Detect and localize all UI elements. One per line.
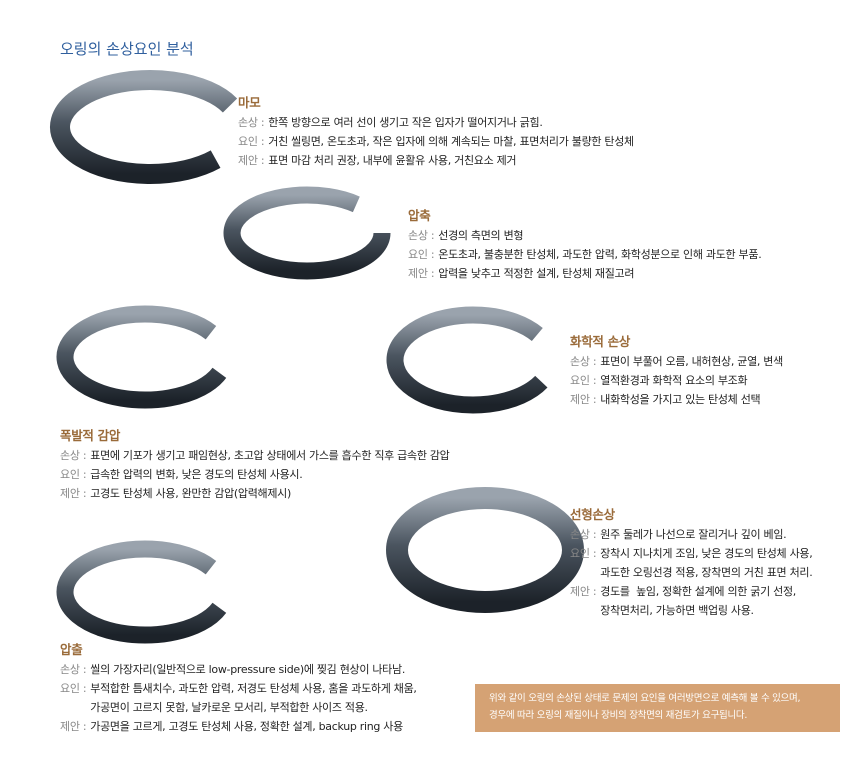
damage-label: 손상 : (60, 449, 87, 462)
o-ring-image-extrusion (56, 540, 227, 644)
cause-row: 요인 :급속한 압력의 변화, 낮은 경도의 탄성체 사용시. (60, 465, 449, 484)
cause-text: 가공면이 고르지 못함, 날카로운 모서리, 부적합한 사이즈 적용. (90, 701, 368, 714)
page-title: 오링의 손상요인 분석 (60, 40, 194, 58)
damage-text: 씰의 가장자리(일반적으로 low-pressure side)에 찢김 현상이… (90, 663, 406, 676)
suggest-text: 표면 마감 처리 권장, 내부에 윤활유 사용, 거친요소 제거 (268, 154, 517, 167)
cause-row: 요인 :온도초과, 불충분한 탄성체, 과도한 압력, 화학성분으로 인해 과도… (408, 245, 762, 264)
section-heading: 압출 (60, 642, 83, 657)
damage-row: 손상 :씰의 가장자리(일반적으로 low-pressure side)에 찢김… (60, 660, 417, 679)
damage-label: 손상 : (570, 528, 597, 541)
suggest-row: 제안 :가공면을 고르게, 고경도 탄성체 사용, 정확한 설계, backup… (60, 717, 417, 736)
o-ring-shape (56, 540, 227, 644)
damage-text: 원주 둘레가 나선으로 잘리거나 깊이 베임. (600, 528, 787, 541)
cause-row: 요인 :과도한 오링선경 적용, 장착면의 거친 표면 처리. (570, 563, 812, 582)
o-ring-image-compression (223, 186, 391, 280)
note-line: 경우에 따라 오링의 재질이나 장비의 장착면의 재검토가 요구됩니다. (489, 710, 748, 721)
cause-text: 거친 씰링면, 온도초과, 작은 입자에 의해 계속되는 마찰, 표면처리가 불… (268, 135, 634, 148)
cause-text: 장착시 지나치게 조임, 낮은 경도의 탄성체 사용, (600, 547, 813, 560)
cause-text: 열적환경과 화학적 요소의 부조화 (600, 374, 748, 387)
summary-note: 위와 같이 오링의 손상된 상태로 문제의 요인을 여러방면으로 예측해 볼 수… (475, 684, 840, 732)
cause-text: 부적합한 틈새치수, 과도한 압력, 저경도 탄성체 사용, 홈을 과도하게 채… (90, 682, 417, 695)
damage-label: 손상 : (238, 116, 265, 129)
section-heading: 압축 (408, 208, 431, 223)
suggest-label: 제안 : (238, 154, 265, 167)
o-ring-shape (50, 70, 238, 184)
suggest-row: 제안 :내화학성을 가지고 있는 탄성체 선택 (570, 390, 783, 409)
damage-text: 표면에 기포가 생기고 패임현상, 초고압 상태에서 가스를 흡수한 직후 급속… (90, 449, 450, 462)
suggest-row: 제안 :장착면처리, 가능하면 백업링 사용. (570, 601, 812, 620)
damage-row: 손상 :표면에 기포가 생기고 패임현상, 초고압 상태에서 가스를 흡수한 직… (60, 446, 450, 465)
cause-text: 급속한 압력의 변화, 낮은 경도의 탄성체 사용시. (90, 468, 303, 481)
o-ring-shape (56, 305, 227, 409)
cause-row: 요인 :가공면이 고르지 못함, 날카로운 모서리, 부적합한 사이즈 적용. (60, 698, 417, 717)
damage-text: 표면이 부풀어 오름, 내허현상, 균열, 변색 (600, 355, 783, 368)
damage-text: 한쪽 방향으로 여러 선이 생기고 작은 입자가 떨어지거나 긁힘. (268, 116, 543, 129)
damage-label: 손상 : (60, 663, 87, 676)
damage-row: 손상 :한쪽 방향으로 여러 선이 생기고 작은 입자가 떨어지거나 긁힘. (238, 113, 634, 132)
damage-row: 손상 :표면이 부풀어 오름, 내허현상, 균열, 변색 (570, 352, 783, 371)
section-heading: 선형손상 (570, 507, 615, 522)
section-heading: 폭발적 감압 (60, 428, 121, 443)
cause-label: 요인 : (238, 135, 265, 148)
cause-text: 과도한 오링선경 적용, 장착면의 거친 표면 처리. (600, 566, 813, 579)
cause-row: 요인 :거친 씰링면, 온도초과, 작은 입자에 의해 계속되는 마찰, 표면처… (238, 132, 634, 151)
suggest-label: 제안 : (60, 487, 87, 500)
o-ring-image-spiral (386, 487, 585, 613)
cause-row: 요인 :장착시 지나치게 조임, 낮은 경도의 탄성체 사용, (570, 544, 813, 563)
o-ring-image-wear (50, 70, 238, 184)
suggest-label: 제안 : (408, 267, 435, 280)
cause-label: 요인 : (408, 248, 435, 261)
damage-row: 손상 :원주 둘레가 나선으로 잘리거나 깊이 베임. (570, 525, 812, 544)
cause-row: 요인 :열적환경과 화학적 요소의 부조화 (570, 371, 783, 390)
suggest-text: 내화학성을 가지고 있는 탄성체 선택 (600, 393, 761, 406)
cause-label: 요인 : (570, 547, 597, 560)
section-heading: 마모 (238, 95, 261, 110)
suggest-label: 제안 : (570, 393, 597, 406)
suggest-row: 제안 :표면 마감 처리 권장, 내부에 윤활유 사용, 거친요소 제거 (238, 151, 634, 170)
o-ring-image-chemical (386, 306, 548, 414)
suggest-row: 제안 :경도를 높임, 정확한 설계에 의한 굵기 선정, (570, 582, 812, 601)
suggest-text: 가공면을 고르게, 고경도 탄성체 사용, 정확한 설계, backup rin… (90, 720, 403, 733)
note-line: 위와 같이 오링의 손상된 상태로 문제의 요인을 여러방면으로 예측해 볼 수… (489, 693, 801, 704)
cause-row: 요인 :부적합한 틈새치수, 과도한 압력, 저경도 탄성체 사용, 홈을 과도… (60, 679, 417, 698)
suggest-text: 고경도 탄성체 사용, 완만한 감압(압력해제시) (90, 487, 291, 500)
cause-label: 요인 : (60, 682, 87, 695)
o-ring-shape (386, 487, 585, 613)
suggest-text: 압력을 낮추고 적정한 설계, 탄성체 재질고려 (438, 267, 635, 280)
cause-label: 요인 : (60, 468, 87, 481)
suggest-label: 제안 : (60, 720, 87, 733)
cause-label: 요인 : (570, 374, 597, 387)
suggest-text: 장착면처리, 가능하면 백업링 사용. (600, 604, 754, 617)
o-ring-shape (386, 306, 548, 414)
damage-row: 손상 :선경의 측면의 변형 (408, 226, 761, 245)
o-ring-shape (223, 186, 391, 280)
suggest-text: 경도를 높임, 정확한 설계에 의한 굵기 선정, (600, 585, 796, 598)
damage-text: 선경의 측면의 변형 (438, 229, 524, 242)
suggest-label: 제안 : (570, 585, 597, 598)
section-heading: 화학적 손상 (570, 334, 631, 349)
damage-label: 손상 : (408, 229, 435, 242)
o-ring-image-explosive-decompression (56, 305, 227, 409)
suggest-row: 제안 :고경도 탄성체 사용, 완만한 감압(압력해제시) (60, 484, 449, 503)
damage-label: 손상 : (570, 355, 597, 368)
suggest-row: 제안 :압력을 낮추고 적정한 설계, 탄성체 재질고려 (408, 264, 761, 283)
cause-text: 온도초과, 불충분한 탄성체, 과도한 압력, 화학성분으로 인해 과도한 부품… (438, 248, 762, 261)
